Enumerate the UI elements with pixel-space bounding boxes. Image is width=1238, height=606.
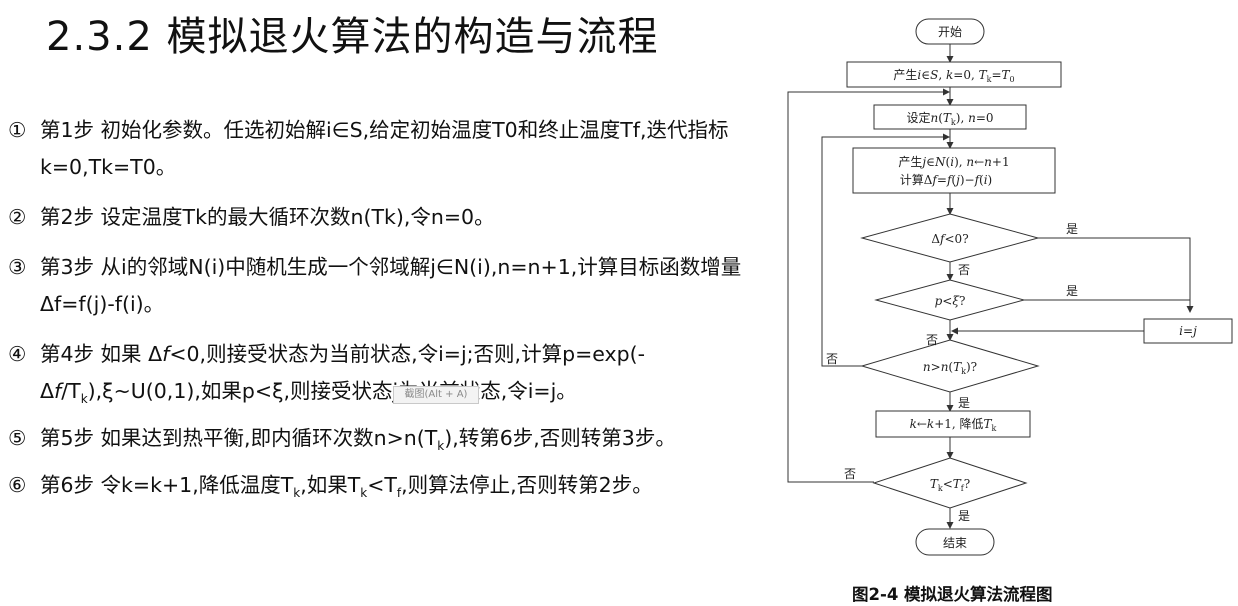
step-text: 第3步 从i的邻域N(i)中随机生成一个邻域解j∈N(i),n=n+1,计算目标…: [40, 255, 742, 316]
label-no: 否: [958, 263, 970, 277]
flow-set-n-box: [873, 104, 1027, 130]
step-number: ⑥: [8, 473, 27, 497]
step-text: 第1步 初始化参数。任选初始解i∈S,给定初始温度T0和终止温度Tf,迭代指标k…: [40, 118, 729, 179]
flow-cond-delta-f: [860, 213, 1040, 263]
figure-caption: 图2-4 模拟退火算法流程图: [852, 585, 1053, 604]
flow-end-label: 结束: [943, 536, 967, 550]
flow-cond-p-xi-label: p<ξ?: [935, 294, 966, 308]
step-5: ⑤ 第5步 如果达到热平衡,即内循环次数n>n(Tk),转第6步,否则转第3步。: [8, 420, 778, 457]
step-text: 第2步 设定温度Tk的最大循环次数n(Tk),令n=0。: [40, 205, 495, 229]
subscript: k: [293, 486, 301, 501]
step-text: ,则算法停止,否则转第2步。: [401, 473, 653, 497]
flow-update-label: k←k+1, 降低Tk: [910, 417, 997, 433]
subscript: k: [360, 486, 368, 501]
flow-end: [915, 528, 995, 556]
label-no: 否: [844, 467, 856, 481]
step-number: ⑤: [8, 426, 27, 450]
step-text: /T: [61, 379, 81, 403]
label-yes: 是: [958, 396, 970, 410]
flow-generate-label: 产生j∈N(i), n←n+1: [898, 155, 1009, 169]
step-text: <0,则接受状态为当前状态,令i=j;否则,计算p=exp(-Δ: [40, 342, 646, 403]
flow-cond-temp-stop: [872, 457, 1028, 509]
label-yes: 是: [958, 509, 970, 523]
connector-no-inner-loop: [821, 133, 950, 367]
step-number: ①: [8, 118, 27, 142]
label-no: 否: [826, 352, 838, 366]
step-text: <T: [367, 473, 397, 497]
flow-init-label: 产生i∈S, k=0, Tk=T0: [893, 68, 1014, 84]
flow-update-box: [875, 410, 1031, 438]
steps-list: ① 第1步 初始化参数。任选初始解i∈S,给定初始温度T0和终止温度Tf,迭代指标…: [8, 112, 778, 504]
step-text-italic: f: [54, 379, 62, 403]
flow-calc-label: 计算Δf=f(j)−f(i): [900, 172, 992, 187]
flow-init-box: [846, 61, 1062, 88]
flow-cond-temp-stop-label: Tk<Tf?: [930, 477, 970, 493]
subscript: f: [396, 486, 402, 501]
step-number: ②: [8, 205, 27, 229]
step-text: 第4步 如果 Δ: [40, 342, 163, 366]
step-text: ,如果T: [300, 473, 361, 497]
flow-assign-label: i=j: [1179, 324, 1197, 338]
page-title: 2.3.2 模拟退火算法的构造与流程: [46, 14, 659, 60]
connector-yes-1: [1038, 237, 1194, 313]
flow-cond-n-limit: [860, 339, 1040, 393]
flow-assign-box: [1143, 318, 1233, 344]
flow-set-n-label: 设定n(Tk), n=0: [906, 110, 993, 127]
step-2: ② 第2步 设定温度Tk的最大循环次数n(Tk),令n=0。: [8, 199, 778, 236]
subscript: k: [80, 392, 88, 407]
step-1: ① 第1步 初始化参数。任选初始解i∈S,给定初始温度T0和终止温度Tf,迭代指标…: [8, 112, 778, 186]
flow-cond-n-limit-label: n>n(Tk)?: [923, 360, 977, 376]
label-yes: 是: [1066, 222, 1078, 236]
label-no: 否: [926, 333, 938, 347]
flow-cond-p-xi: [874, 279, 1026, 321]
flow-cond-delta-f-label: Δf<0?: [931, 232, 968, 246]
screenshot-tooltip: 截图(Alt + A): [393, 386, 479, 404]
step-text-italic: f: [162, 342, 170, 366]
step-text: ),ξ~U(0,1),如果p<ξ,则接受状态j为当前状态,令i=j。: [87, 379, 577, 403]
step-number: ④: [8, 342, 27, 366]
flow-start: [915, 18, 985, 45]
label-yes: 是: [1066, 284, 1078, 298]
step-3: ③ 第3步 从i的邻域N(i)中随机生成一个邻域解j∈N(i),n=n+1,计算目…: [8, 249, 778, 323]
flow-generate-box: [852, 147, 1056, 194]
flowchart-figure: 开始 产生i∈S, k=0, Tk=T0 设定n(Tk), n=0 产生j∈N(…: [787, 18, 1233, 556]
step-number: ③: [8, 255, 27, 279]
step-text: ),转第6步,否则转第3步。: [444, 426, 676, 450]
flow-start-label: 开始: [938, 25, 962, 39]
subscript: k: [437, 439, 445, 454]
connector-no-outer-loop: [787, 88, 950, 483]
step-text: 第5步 如果达到热平衡,即内循环次数n>n(T: [40, 426, 438, 450]
step-text: 第6步 令k=k+1,降低温度T: [40, 473, 294, 497]
